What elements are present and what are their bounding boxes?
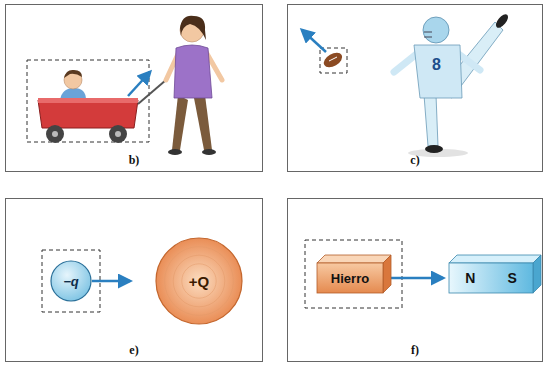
system-boundary (27, 60, 149, 142)
side-face (533, 255, 541, 293)
wagon-rim (38, 98, 138, 103)
girl-shirt (174, 45, 212, 98)
wheel-hub (52, 131, 58, 137)
bar-magnet: NS (449, 263, 533, 293)
charged-sphere: +Q (155, 237, 243, 325)
player-shoe (425, 145, 443, 153)
figure-panel: b) (5, 4, 263, 172)
girl-hair (180, 16, 206, 40)
pole-label: N (465, 270, 475, 286)
pole-label: S (508, 270, 517, 286)
player-jersey (414, 45, 462, 98)
charge-label: −q (63, 274, 79, 289)
front-face (449, 263, 533, 293)
baby-hair (64, 70, 82, 78)
player-shoe (494, 12, 510, 29)
iron-block: Hierro (317, 263, 383, 293)
panel-caption: e) (129, 343, 138, 358)
material-label: Hierro (331, 271, 369, 286)
force-arrow (92, 280, 130, 283)
player-helmet (423, 17, 449, 43)
top-face (317, 255, 391, 263)
girl-leg (194, 95, 212, 150)
girl-shoe (202, 149, 216, 155)
girl-leg (172, 95, 188, 150)
force-arrow (128, 72, 150, 96)
charged-sphere (156, 238, 242, 324)
charge-circle (51, 261, 91, 301)
player-leg (424, 95, 438, 146)
ball-lace (329, 57, 337, 61)
figure-panel: c) (287, 4, 543, 172)
figure-panel: e) −q +Q (5, 198, 263, 362)
panel-caption: b) (129, 153, 140, 168)
side-face (383, 255, 391, 293)
wagon-wheel (46, 125, 64, 143)
sphere-shading (182, 264, 216, 298)
charge-circle: −q (50, 260, 92, 302)
sphere-shading (165, 247, 234, 316)
jersey-number: 8 (432, 56, 441, 74)
top-face (449, 255, 541, 263)
wagon-wheel (109, 125, 127, 143)
figure-panel: f)HierroNS (287, 198, 543, 362)
panel-caption: f) (411, 343, 419, 358)
force-arrow (302, 30, 326, 52)
wheel-hub (115, 131, 121, 137)
wagon-handle (138, 80, 166, 104)
force-arrow (391, 277, 443, 280)
wagon-body (38, 100, 138, 128)
system-boundary (42, 250, 100, 312)
football (321, 50, 344, 70)
girl-shoe (168, 149, 182, 155)
system-boundary (305, 240, 402, 308)
charge-label: +Q (189, 273, 209, 290)
bar-magnet-outline (449, 263, 533, 293)
face-mask (424, 32, 432, 37)
panel-caption: c) (410, 153, 419, 168)
front-face (317, 263, 383, 293)
sphere-shading (173, 255, 225, 307)
